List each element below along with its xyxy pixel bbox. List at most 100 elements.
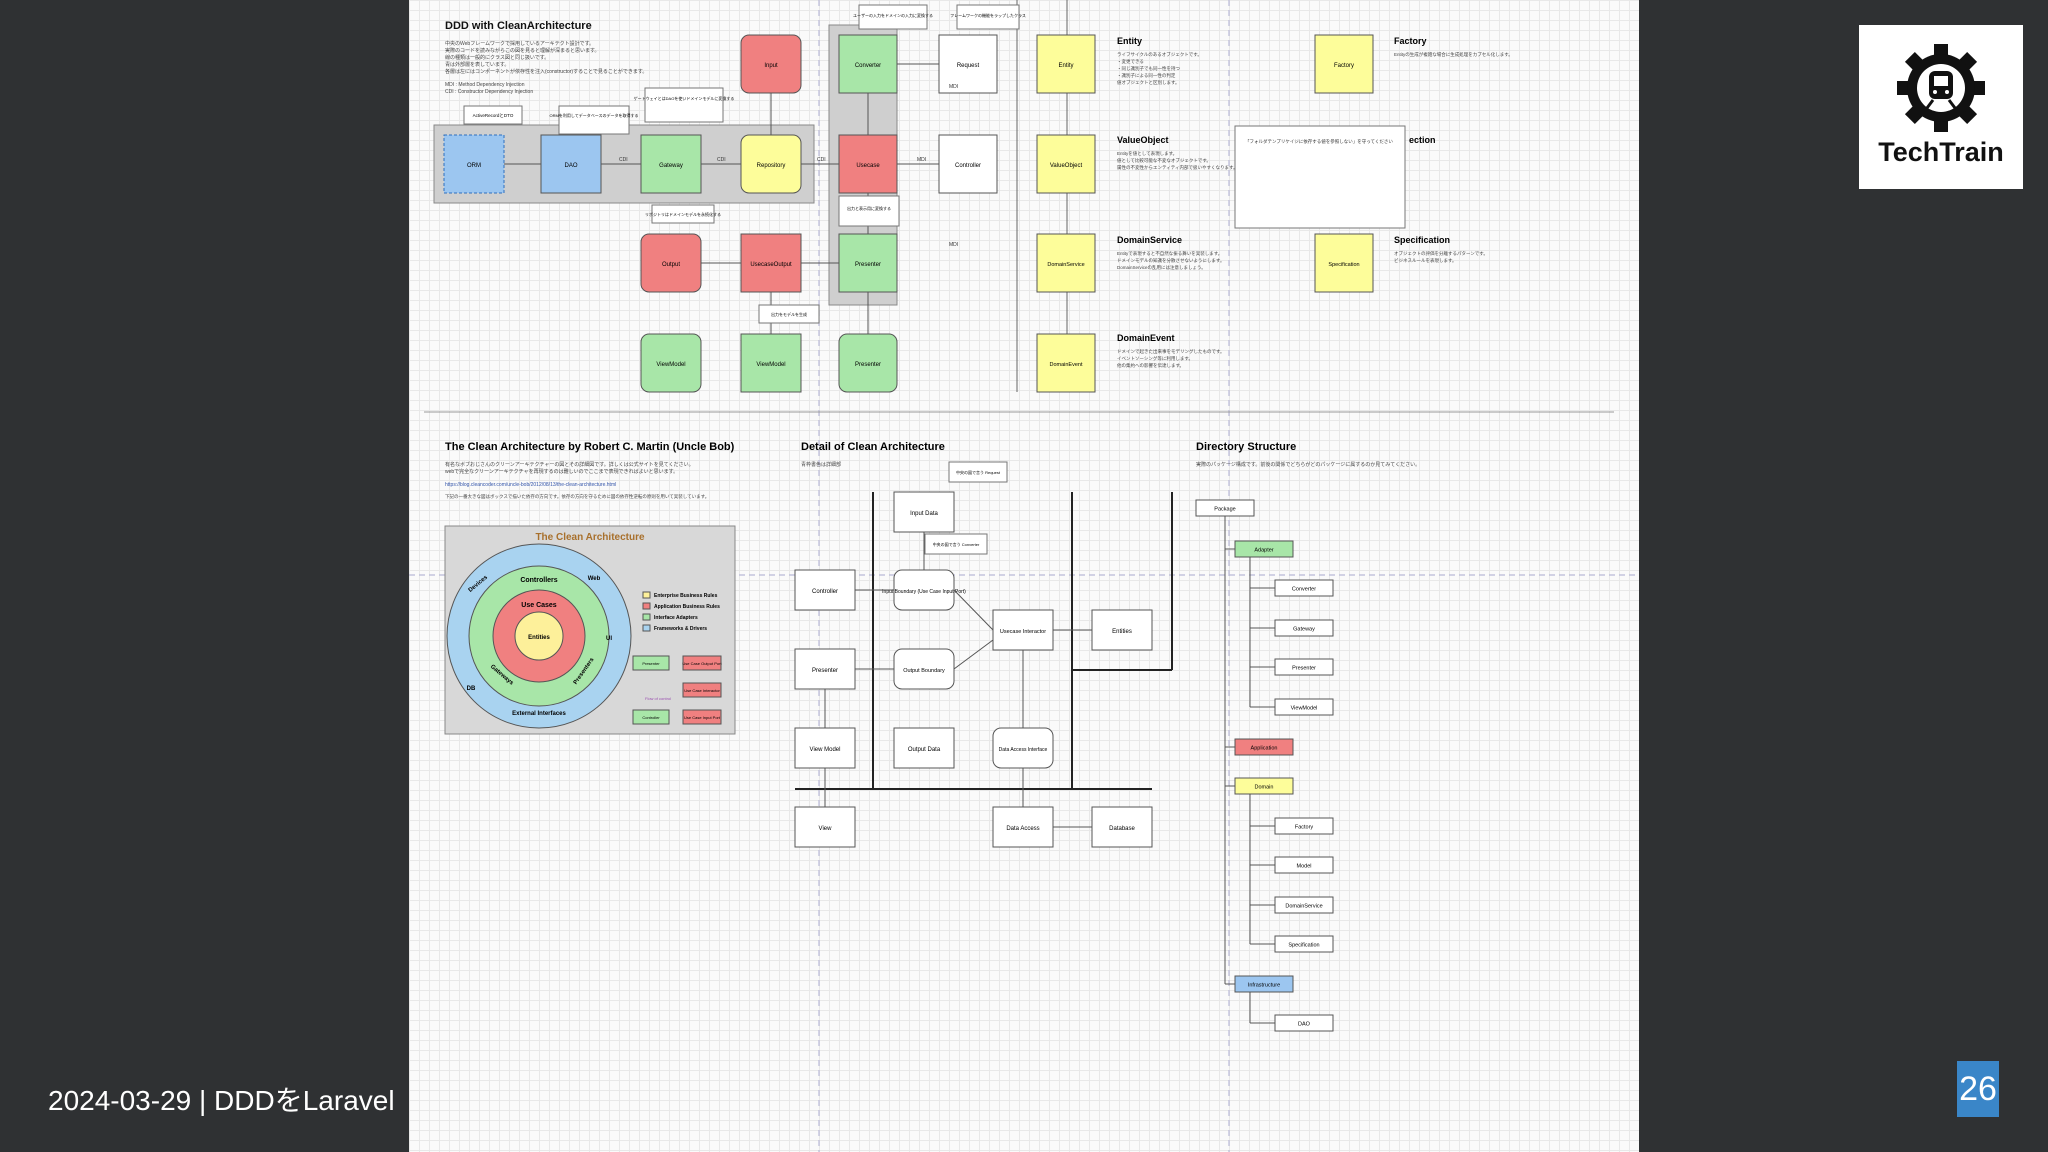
output-data-node (893, 727, 955, 769)
mini-presenter (632, 655, 670, 671)
note-activerecord (463, 105, 523, 125)
ring-label-web: Web (588, 576, 601, 582)
domainevent-label: DomainEvent (1049, 362, 1082, 368)
domainservice-label: DomainService (1047, 262, 1084, 268)
edge-label-mdi-2: MDI (949, 84, 958, 90)
tree-node-specification (1274, 935, 1334, 953)
techtrain-logo: TechTrain (1859, 25, 2023, 189)
usecase-label: Usecase (856, 163, 880, 169)
tree-label-gateway: Gateway (1293, 627, 1315, 633)
edge-label-cdi-1: CDI (619, 157, 628, 163)
request-label: Request (957, 63, 980, 69)
factory-label: Factory (1334, 63, 1354, 69)
valueobject-label: ValueObject (1050, 163, 1083, 169)
specification-text-1: オブジェクトの評価を分離するパターンです。 (1394, 250, 1488, 257)
clean-arch-figure-title: The Clean Architecture (535, 532, 645, 543)
entity-text-2: ・変更できる (1117, 58, 1144, 65)
input-data-node (893, 491, 955, 533)
aside-note-text: 「フォルダテンプリケイジに依存する値を参照しない」を守ってください (1245, 138, 1393, 145)
entity-heading: Entity (1117, 36, 1142, 46)
tree-node-gateway (1274, 619, 1334, 637)
input-label: Input (764, 63, 778, 69)
data-access-interface-label: Data Access Interface (999, 747, 1048, 753)
note-converter-text: ユーザーの入力をドメインの入力に変換する (853, 12, 933, 18)
ring-entities (514, 611, 564, 661)
note-gateway (644, 87, 724, 123)
tree-node-package (1195, 499, 1255, 517)
directory-tree: PackageAdapterConverterGatewayPresenterV… (1195, 499, 1334, 1032)
orm-label: ORM (467, 163, 481, 169)
legend-swatch-2 (642, 602, 651, 610)
repository-label: Repository (757, 163, 786, 169)
entity-text-4: ・識別子による同一性の判定 (1117, 72, 1176, 79)
tree-label-converter: Converter (1292, 587, 1316, 593)
s3-note-converter-text: 中央の図で言う Converter (933, 541, 980, 547)
dao-label: DAO (564, 163, 577, 169)
legend-enterprise: Enterprise Business Rules (654, 593, 718, 599)
tree-node-application (1234, 738, 1294, 756)
tree-label-factory: Factory (1295, 825, 1314, 831)
mini-presenter-label: Presenter (642, 661, 660, 666)
tree-node-adapter (1234, 540, 1294, 558)
note-request (956, 4, 1020, 30)
domainservice-text-1: Entityで表現すると不自然な振る舞いを実装します。 (1117, 250, 1222, 257)
tree-node-viewmodel (1274, 698, 1334, 716)
mini-controller (632, 709, 670, 725)
valueobject-node (1036, 134, 1096, 194)
tree-label-domain: Domain (1255, 785, 1274, 791)
database-label: Database (1109, 826, 1135, 832)
controller-node (938, 134, 998, 194)
mini-input-port (682, 709, 722, 725)
s3-note-converter (924, 533, 988, 555)
mini-output-port (682, 655, 722, 671)
slide-board: DDD with CleanArchitecture 中央のWebフレームワーク… (409, 0, 1639, 1152)
note-viewmodel (758, 304, 820, 324)
section1-desc-1: 中央のWebフレームワークで採用しているアーキテクト設計です。 (445, 40, 594, 47)
section4-desc: 実際のパッケージ構成です。前後の関係でどちらがどのパッケージに属するのか見てみて… (1196, 461, 1420, 468)
entity-text-5: 値オブジェクトと区別します。 (1117, 79, 1180, 86)
presenter-label: Presenter (855, 262, 881, 268)
valueobject-text-1: Entityを値として表現します。 (1117, 150, 1177, 157)
data-access-node (992, 806, 1054, 848)
section1-desc-4: 青は外部層を表しています。 (445, 61, 509, 68)
output-data-label: Output Data (908, 747, 941, 753)
specification-heading: Specification (1394, 235, 1450, 245)
legend-adapters: Interface Adapters (654, 615, 698, 621)
tree-node-dao (1274, 1014, 1334, 1032)
view-model-node (794, 727, 856, 769)
tree-label-application: Application (1251, 746, 1278, 752)
entities-label: Entities (1112, 629, 1132, 635)
valueobject-text-2: 値として比較可能な不変なオブジェクトです。 (1117, 157, 1211, 164)
mini-controller-label: Controller (642, 715, 660, 720)
entity-text-1: ライフサイクルのあるオブジェクトです。 (1117, 51, 1202, 58)
converter-label: Converter (855, 63, 881, 69)
legend-application: Application Business Rules (654, 604, 720, 610)
entity-node (1036, 34, 1096, 94)
domainevent-node (1036, 333, 1096, 393)
controller-label: Controller (955, 163, 981, 169)
tree-label-package: Package (1214, 507, 1235, 513)
note-gateway-text: ゲートウェイとはDAOを使いドメインモデルに変換する (634, 95, 735, 101)
note-repository-text: リポジトリはドメインモデルを永続化する (645, 211, 721, 217)
section2-note: 下記の一番大きな図はボックスで描いた依存の方向です。依存の方向を守るために図の依… (445, 493, 709, 500)
section3-subtitle: 青枠書色は詳細部 (801, 461, 841, 468)
mini-input-port-label: Use Case Input Port (684, 715, 721, 720)
specification-label: Specification (1328, 262, 1359, 268)
tree-node-converter (1274, 579, 1334, 597)
valueobject-text-3: 属性の不変性からエンティティ内部で扱いやすくなります。 (1117, 164, 1238, 171)
edge-label-cdi-2: CDI (717, 157, 726, 163)
entity-text-3: ・同じ識別子でも同一性を持つ (1117, 65, 1180, 72)
tree-label-adapter: Adapter (1254, 548, 1273, 554)
view-label: View (819, 826, 833, 832)
legend-swatch-4 (642, 624, 651, 632)
note-request-text: フレームワークの機能をラップしたクラス (950, 12, 1026, 18)
section3-edges (824, 532, 1092, 828)
tree-node-domainservice (1274, 896, 1334, 914)
section2-url: https://blog.cleancoder.com/uncle-bob/20… (445, 482, 616, 488)
domainservice-text-2: ドメインモデルの知識を分散させないようにします。 (1117, 257, 1224, 264)
s3-presenter-label: Presenter (812, 668, 838, 674)
specification-text-2: ビジネスルールを表現します。 (1394, 257, 1457, 264)
gear-train-icon (1897, 44, 1985, 132)
domainservice-heading: DomainService (1117, 235, 1182, 245)
s3-controller-label: Controller (812, 589, 838, 595)
